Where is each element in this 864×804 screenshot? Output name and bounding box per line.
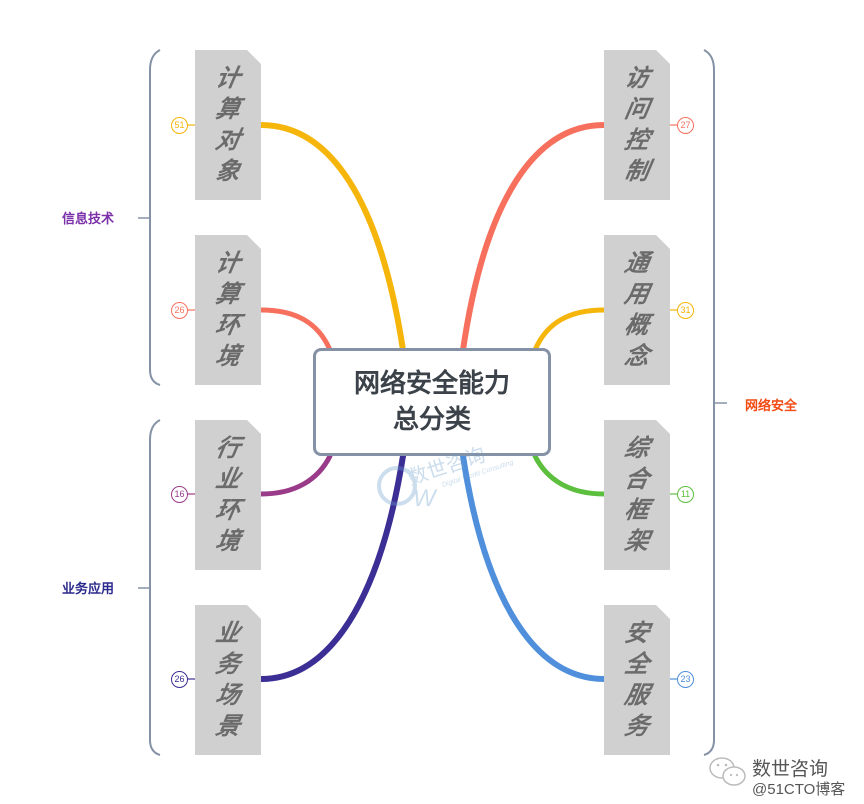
branch-compute-object [258,122,406,353]
topic-char: 通 [622,249,652,277]
topic-char: 综 [622,434,652,462]
topic-char: 务 [213,650,243,678]
topic-char: 境 [213,342,243,370]
topic-char: 行 [213,434,243,462]
topic-char: 计 [213,64,243,92]
topic-char: 计 [213,249,243,277]
count-badge-compute-env[interactable]: 26 [171,302,188,319]
topic-char: 象 [213,157,243,185]
topic-char: 访 [622,64,652,92]
topic-general-concept[interactable]: 通 用 概 念 [604,235,670,385]
footer-source: @51CTO博客 [752,781,846,798]
branch-industry-env [258,453,333,497]
count-badge-business-scene[interactable]: 26 [171,671,188,688]
topic-char: 环 [213,311,243,339]
footer-brand: 数世咨询 [752,758,829,780]
count-badge-industry-env[interactable]: 16 [171,486,188,503]
count-badge-security-service[interactable]: 23 [677,671,694,688]
branch-general-concept [532,307,607,353]
topic-char: 算 [213,95,243,123]
group-label-business-app[interactable]: 业务应用 [62,582,115,597]
topic-char: 控 [622,126,652,154]
topic-char: 制 [622,157,652,185]
topic-char: 务 [622,712,652,740]
topic-char: 念 [622,342,652,370]
wechat-icon [709,757,746,786]
branch-business-scene [258,453,406,682]
branch-security-service [460,453,607,682]
topic-char: 架 [622,527,652,555]
branch-framework [532,453,607,497]
topic-business-scene[interactable]: 业 务 场 景 [195,605,261,755]
topic-char: 环 [213,496,243,524]
footer-credit: 数世咨询 @51CTO博客 [708,752,864,804]
bracket-netsec [703,49,715,756]
topic-security-service[interactable]: 安 全 服 务 [604,605,670,755]
topic-char: 境 [213,527,243,555]
topic-compute-object[interactable]: 计 算 对 象 [195,50,261,200]
central-topic-line1: 网络安全能力 [353,369,510,399]
topic-char: 用 [622,280,652,308]
topic-char: 场 [213,681,243,709]
branch-access-control [460,122,607,353]
topic-char: 业 [213,619,243,647]
topic-char: 对 [213,126,243,154]
count-badge-general-concept[interactable]: 31 [677,302,694,319]
topic-char: 问 [622,95,652,123]
topic-access-control[interactable]: 访 问 控 制 [604,50,670,200]
central-topic[interactable]: 网络安全能力 总分类 [313,348,551,456]
topic-char: 算 [213,280,243,308]
branch-compute-env [258,307,333,353]
topic-char: 景 [213,712,243,740]
count-badge-compute-object[interactable]: 51 [171,117,188,134]
bracket-info-tech [149,49,161,386]
group-label-network-security[interactable]: 网络安全 [745,399,798,414]
topic-comprehensive-framework[interactable]: 综 合 框 架 [604,420,670,570]
topic-char: 框 [622,496,652,524]
topic-char: 全 [622,650,652,678]
topic-char: 合 [622,465,652,493]
count-badge-access-control[interactable]: 27 [677,117,694,134]
count-badge-framework[interactable]: 11 [677,486,694,503]
topic-compute-env[interactable]: 计 算 环 境 [195,235,261,385]
group-label-info-tech[interactable]: 信息技术 [62,212,115,227]
topic-char: 概 [622,311,652,339]
topic-industry-env[interactable]: 行 业 环 境 [195,420,261,570]
topic-char: 服 [622,681,652,709]
bracket-business [149,419,161,756]
central-topic-line2: 总分类 [392,405,471,435]
topic-char: 业 [213,465,243,493]
topic-char: 安 [622,619,652,647]
